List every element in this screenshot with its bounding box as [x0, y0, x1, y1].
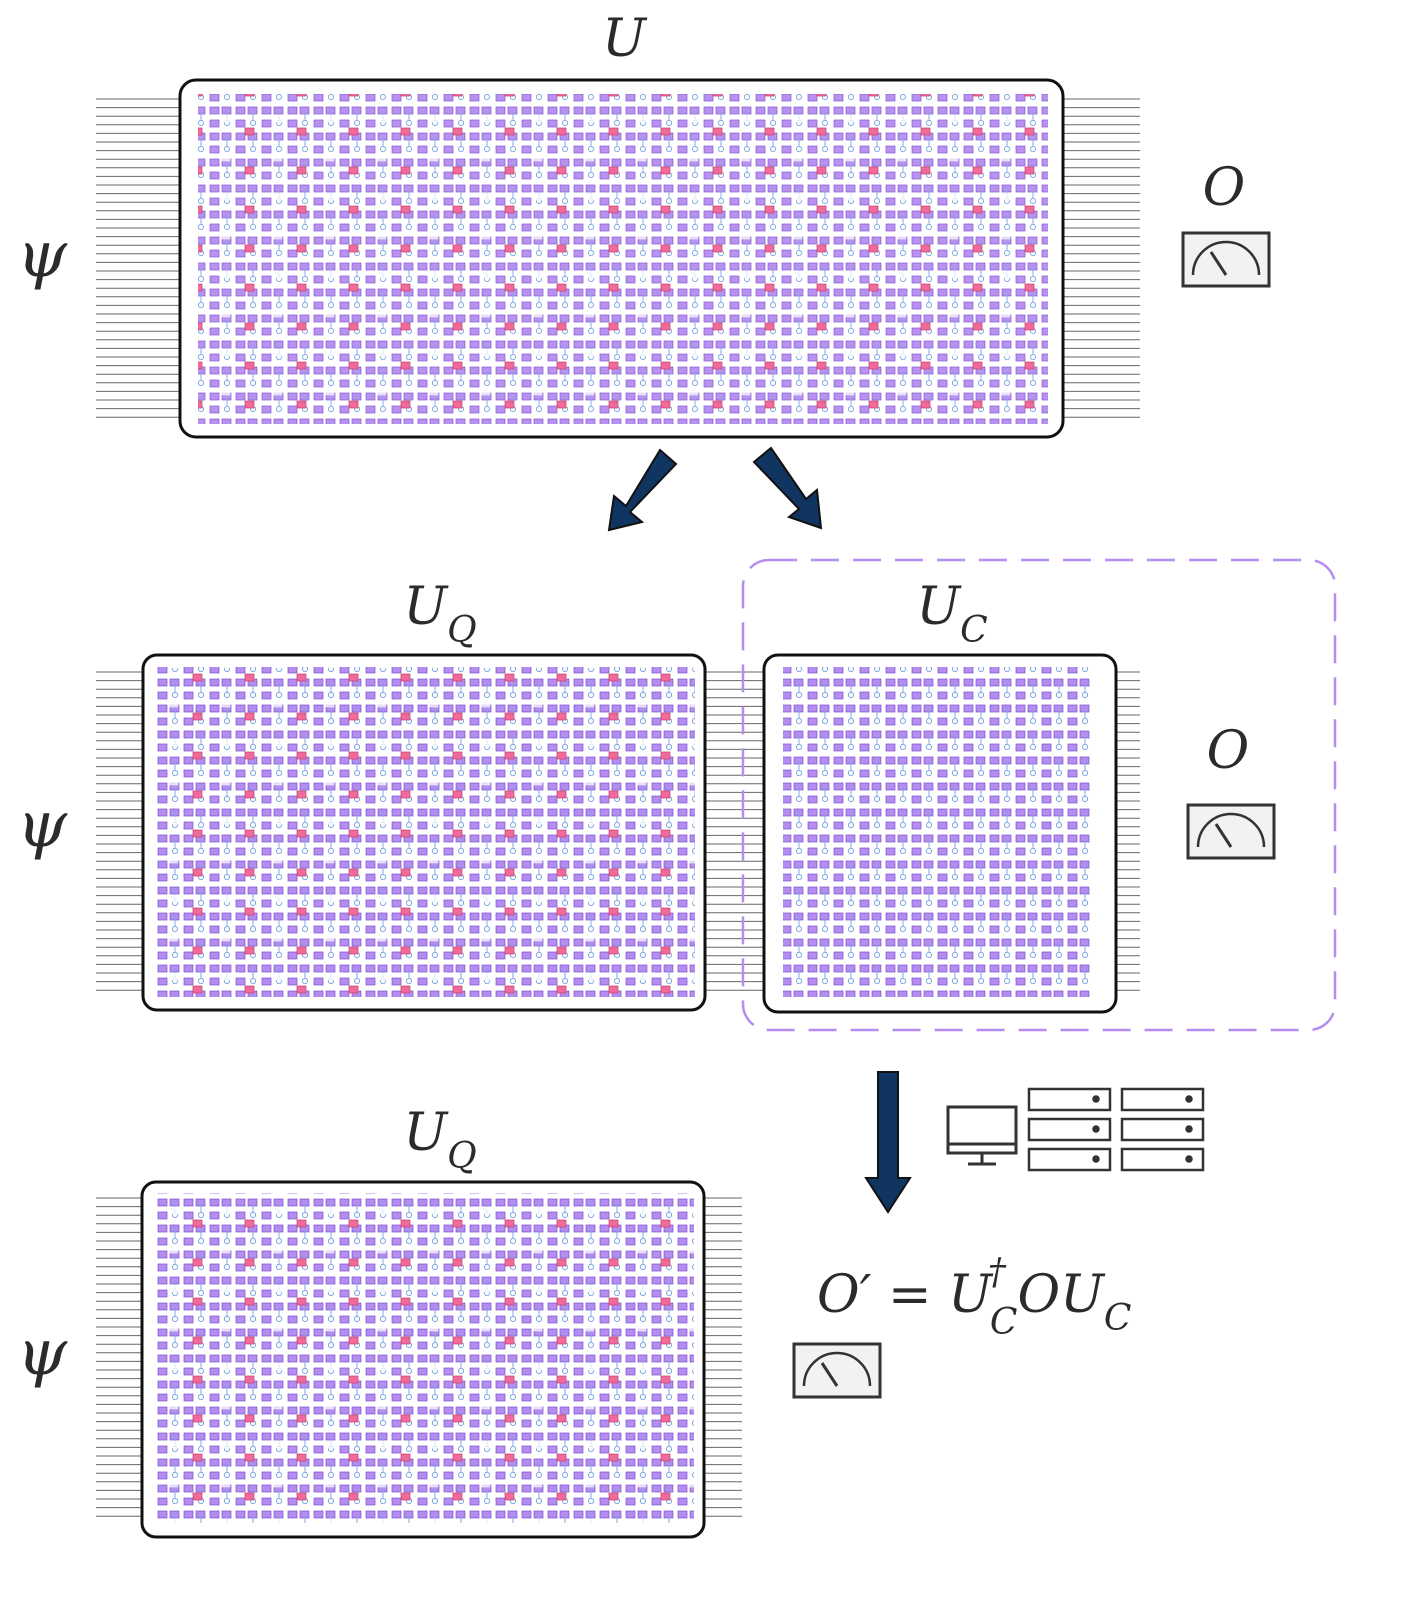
label-psi-bottom: ψ	[17, 1316, 68, 1390]
cut-region-dashed	[741, 558, 1337, 1032]
label-uq-bottom: UQ	[403, 1103, 476, 1177]
label-psi-top: ψ	[17, 218, 68, 292]
formula-observable: O′ = U†COUC	[817, 1252, 1131, 1343]
circuit-box-uq-bottom	[140, 1180, 706, 1539]
label-uq-mid: UQ	[403, 577, 476, 651]
circuit-box-uq-mid	[141, 653, 707, 1012]
circuit-box-uc	[762, 653, 1118, 1014]
label-o-mid: O	[1207, 721, 1250, 781]
label-u-top: U	[602, 9, 648, 69]
circuit-box-u	[178, 78, 1065, 439]
compute-arrow-down	[864, 1071, 912, 1214]
split-arrow-right	[752, 446, 823, 530]
label-psi-mid: ψ	[17, 788, 68, 862]
label-o-top: O	[1203, 158, 1246, 218]
server-icon	[1027, 1087, 1205, 1172]
meter-icon	[1186, 803, 1276, 860]
desktop-icon	[946, 1105, 1018, 1166]
meter-icon	[792, 1342, 882, 1399]
label-uc: UC	[916, 577, 987, 651]
split-arrow-left	[607, 448, 678, 532]
meter-icon	[1181, 231, 1271, 288]
